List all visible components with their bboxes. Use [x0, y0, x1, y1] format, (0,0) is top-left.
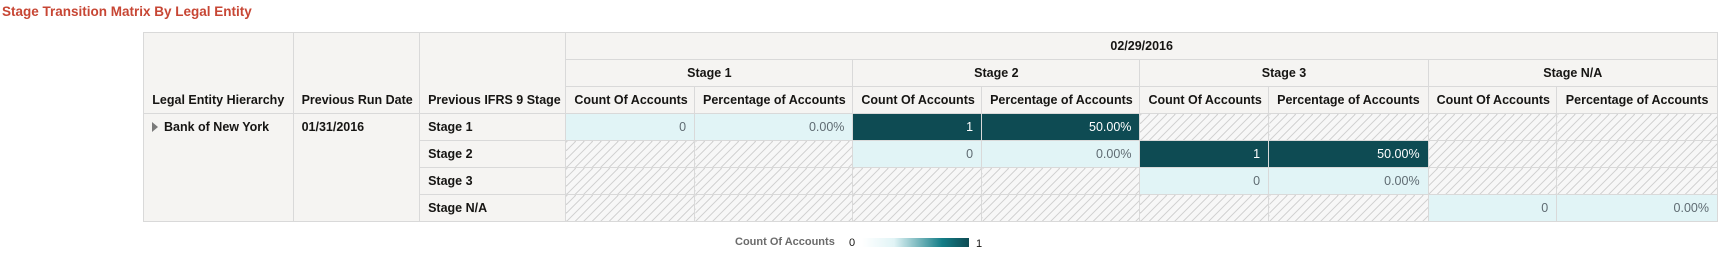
previous-run-date-cell: 01/31/2016	[292, 113, 421, 222]
percentage-cell[interactable]	[981, 194, 1141, 222]
legend-min-value: 0	[849, 237, 856, 249]
count-cell[interactable]: 0	[1139, 167, 1270, 195]
stage-2-column-header[interactable]: Stage 2	[852, 59, 1141, 87]
percentage-cell[interactable]: 0.00%	[1268, 167, 1429, 195]
percentage-cell[interactable]	[1556, 140, 1718, 168]
count-of-accounts-header[interactable]: Count Of Accounts	[852, 86, 983, 114]
count-cell[interactable]	[565, 140, 696, 168]
count-cell[interactable]	[1427, 140, 1558, 168]
count-cell[interactable]	[565, 194, 696, 222]
legal-entity-name: Bank of New York	[164, 120, 270, 134]
matrix-row: Stage N/A 0 0.00%	[144, 194, 1718, 222]
count-cell[interactable]: 0	[852, 140, 983, 168]
previous-stage-cell: Stage 3	[419, 167, 567, 195]
count-cell[interactable]	[1139, 194, 1270, 222]
legend-gradient-bar	[862, 238, 969, 247]
percentage-cell[interactable]: 0.00%	[694, 113, 854, 141]
legend-label: Count Of Accounts	[735, 236, 835, 248]
previous-stage-cell: Stage N/A	[419, 194, 567, 222]
percentage-cell[interactable]	[1268, 194, 1429, 222]
stage-3-column-header[interactable]: Stage 3	[1139, 59, 1429, 87]
stage-na-column-header[interactable]: Stage N/A	[1427, 59, 1719, 87]
count-cell[interactable]	[852, 167, 983, 195]
percentage-cell[interactable]	[694, 194, 854, 222]
count-cell[interactable]	[1139, 113, 1270, 141]
percentage-cell[interactable]	[1556, 113, 1718, 141]
count-of-accounts-header[interactable]: Count Of Accounts	[1427, 86, 1558, 114]
count-cell[interactable]: 1	[1139, 140, 1270, 168]
legend-max-value: 1	[976, 238, 983, 250]
percentage-cell[interactable]: 0.00%	[1556, 194, 1718, 222]
percentage-cell[interactable]: 50.00%	[1268, 140, 1429, 168]
percentage-of-accounts-header[interactable]: Percentage of Accounts	[1268, 86, 1429, 114]
previous-run-date-header[interactable]: Previous Run Date	[292, 32, 421, 114]
count-cell[interactable]	[565, 167, 696, 195]
percentage-cell[interactable]	[694, 140, 854, 168]
previous-ifrs9-stage-header[interactable]: Previous IFRS 9 Stage	[419, 32, 567, 114]
previous-stage-cell: Stage 1	[419, 113, 567, 141]
percentage-of-accounts-header[interactable]: Percentage of Accounts	[981, 86, 1141, 114]
matrix-row: Stage 2 0 0.00% 1 50.00%	[144, 140, 1718, 168]
percentage-cell[interactable]	[1556, 167, 1718, 195]
count-cell[interactable]: 0	[1427, 194, 1558, 222]
percentage-of-accounts-header[interactable]: Percentage of Accounts	[694, 86, 854, 114]
matrix-row: Bank of New York 01/31/2016 Stage 1 0 0.…	[143, 113, 1718, 222]
expand-triangle-icon[interactable]	[152, 122, 158, 132]
count-of-accounts-header[interactable]: Count Of Accounts	[1139, 86, 1270, 114]
count-cell[interactable]: 1	[852, 113, 983, 141]
count-of-accounts-header[interactable]: Count Of Accounts	[565, 86, 696, 114]
legal-entity-cell[interactable]: Bank of New York	[143, 113, 294, 222]
percentage-cell[interactable]: 0.00%	[981, 140, 1141, 168]
count-cell[interactable]	[852, 194, 983, 222]
count-cell[interactable]	[1427, 113, 1558, 141]
percentage-cell[interactable]	[981, 167, 1141, 195]
percentage-cell[interactable]: 50.00%	[981, 113, 1141, 141]
count-cell[interactable]: 0	[565, 113, 696, 141]
date-column-header[interactable]: 02/29/2016	[565, 32, 1718, 60]
percentage-cell[interactable]	[1268, 113, 1429, 141]
stage-1-column-header[interactable]: Stage 1	[565, 59, 854, 87]
percentage-of-accounts-header[interactable]: Percentage of Accounts	[1556, 86, 1718, 114]
previous-stage-cell: Stage 2	[419, 140, 567, 168]
stage-transition-matrix: Legal Entity Hierarchy Previous Run Date…	[143, 32, 1719, 222]
legal-entity-hierarchy-header[interactable]: Legal Entity Hierarchy	[143, 32, 294, 114]
report-title: Stage Transition Matrix By Legal Entity	[2, 4, 252, 19]
percentage-cell[interactable]	[694, 167, 854, 195]
count-cell[interactable]	[1427, 167, 1558, 195]
